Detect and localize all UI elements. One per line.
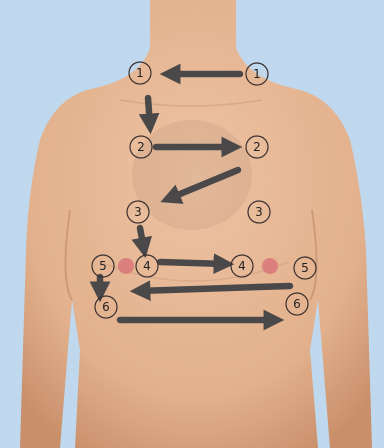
marker-label: 4 <box>143 259 151 273</box>
marker-label: 2 <box>137 140 145 154</box>
marker-label: 2 <box>253 140 261 154</box>
marker-label: 6 <box>102 300 110 314</box>
arrow-5 <box>140 228 144 250</box>
marker-label: 5 <box>301 261 309 275</box>
marker-label: 6 <box>293 297 301 311</box>
marker-label: 4 <box>238 259 246 273</box>
marker-label: 1 <box>253 67 261 81</box>
right-nipple <box>262 258 278 274</box>
arrow-2 <box>148 98 150 126</box>
marker-label: 3 <box>134 205 142 219</box>
arrow-6 <box>160 262 226 264</box>
left-nipple <box>118 258 134 274</box>
marker-label: 3 <box>255 205 263 219</box>
marker-label: 5 <box>99 259 107 273</box>
marker-label: 1 <box>136 66 144 80</box>
